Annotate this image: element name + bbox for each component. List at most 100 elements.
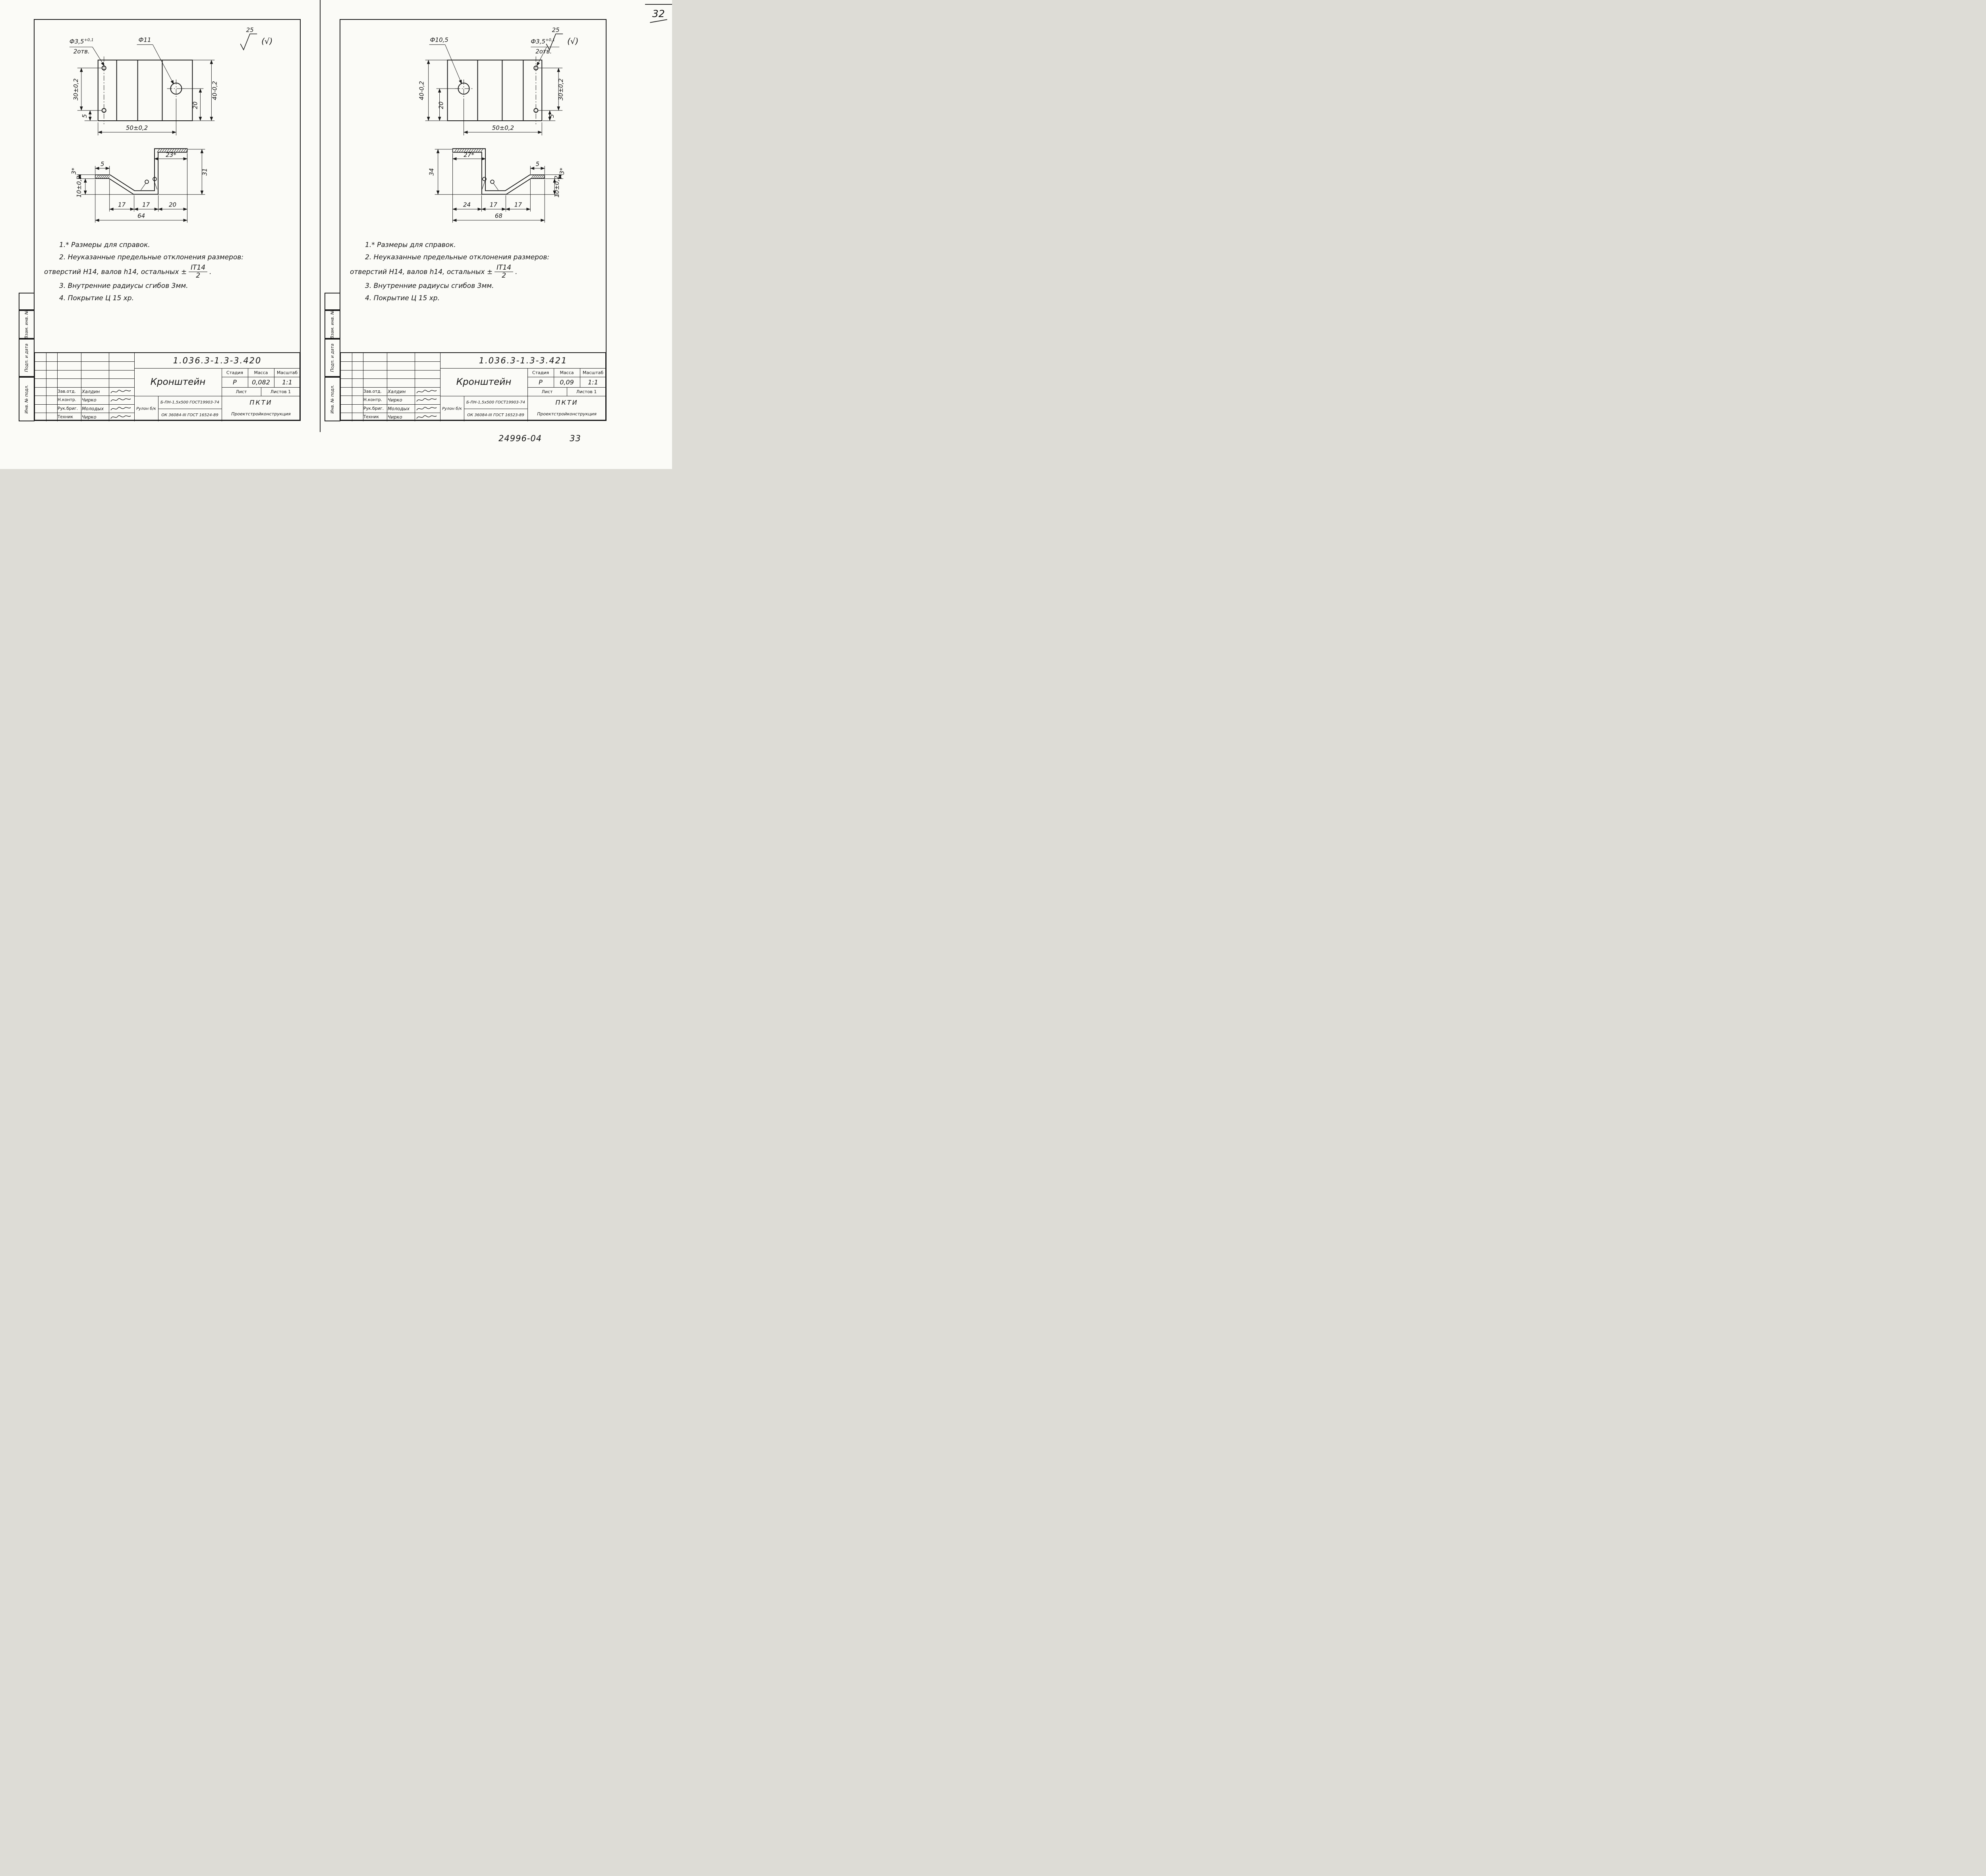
sign-role-2: Н.контр. (58, 398, 76, 402)
scale-header: Масштаб (582, 370, 604, 375)
stage-header: Стадия (226, 370, 243, 375)
signature-2 (415, 396, 439, 404)
signature-1 (415, 387, 439, 396)
margin-cell-empty (19, 292, 35, 310)
margin-cell-podp: Подп. и дата (19, 338, 35, 377)
dim-label-5: 5 (81, 114, 88, 118)
centerlines (455, 56, 536, 125)
small-hole-label: Ф3,5+0,1 (70, 38, 94, 45)
centerlines (104, 56, 185, 125)
org-name: ПКТИ (249, 398, 272, 406)
sheet-label: Лист (236, 389, 247, 394)
dim-label-30: 30±0,2 (557, 78, 564, 100)
top-view (447, 56, 543, 125)
sign-name-1: Халдин (388, 388, 406, 394)
hatch-right-flange (531, 174, 545, 179)
signature-2 (110, 396, 133, 404)
roughness-value: 25 (246, 26, 254, 33)
small-hole-qty-label: 2отв. (73, 48, 90, 55)
sheet-a-drawing: 25 (√) 30±0,2 (70, 26, 272, 223)
dim-flange-5: 5 (95, 160, 110, 174)
leader-small-holes: Ф3,5+0,1 2отв. (70, 38, 105, 66)
margin-cell-inv: Инв. № подл. (19, 376, 35, 421)
dim-thickness-3: 3* (70, 168, 95, 179)
page-corner-tick (645, 4, 672, 5)
doc-number: 1.036.3-1.3-3.421 (479, 356, 568, 365)
margin-label-vzam: Взам. инв. № (24, 310, 29, 339)
note-3: отверстий Н14, валов h14, остальных ±IT1… (44, 264, 294, 280)
sign-name-2: Чирко (388, 397, 402, 403)
dim-10: 10±0,2 (506, 176, 560, 197)
margin-cell-vzam: Взам. инв. № (19, 310, 35, 339)
mass-value: 0,09 (560, 378, 574, 386)
stage-value: Р (233, 378, 237, 386)
part-name: Кронштейн (456, 377, 512, 387)
page-corner-underline (650, 19, 667, 23)
dim-label-40: 40-0,2 (211, 81, 218, 100)
leader-small-holes: Ф3,5+0,1 2отв. (531, 38, 560, 66)
mass-header: Масса (254, 370, 268, 375)
margin-label-inv: Инв. № подл. (330, 384, 335, 413)
roughness-value: 25 (552, 26, 560, 33)
dim-label-20b: 20 (169, 201, 176, 208)
dim-label-10: 10±0,2 (553, 176, 560, 197)
hatch-top-flange (454, 148, 483, 153)
fraction-denominator: 2 (502, 272, 506, 280)
title-block: 1.036.3-1.3-3.421 Кронштейн Стадия Масса… (340, 352, 606, 421)
margin-cell-inv: Инв. № подл. (325, 376, 340, 421)
material-line1: Б-ПН-1,5х500 ГОСТ19903-74 (466, 400, 525, 405)
dim-27: 27* (452, 151, 486, 161)
small-hole-tolerance: +0,1 (84, 38, 94, 42)
sheet-b-drawing: 25 (√) 30±0,2 (418, 26, 578, 223)
margin-cell-podp: Подп. и дата (325, 338, 340, 377)
sign-role-1: Зав.отд. (58, 389, 76, 394)
signature-3 (415, 404, 439, 413)
mass-value: 0,082 (252, 378, 270, 386)
margin-label-podp: Подп. и дата (330, 343, 335, 372)
material-label: Рулон б/к (442, 406, 462, 411)
note-5: 4. Покрытие Ц 15 хр. (59, 294, 134, 303)
sign-name-1: Халдин (82, 388, 100, 394)
margin-cell-vzam: Взам. инв. № (325, 310, 340, 339)
material-line2: ОК 36084-III ГОСТ 16523-89 (467, 413, 524, 417)
margin-column: Взам. инв. № Подп. и дата Инв. № подл. (19, 292, 35, 421)
material-line1: Б-ПН-1,5х500 ГОСТ19903-74 (160, 400, 219, 405)
sign-role-1: Зав.отд. (363, 389, 382, 394)
roughness-mark: 25 (√) (546, 26, 578, 51)
sign-name-2: Чирко (82, 397, 97, 403)
dim-bottom-run: 24 17 17 (452, 153, 531, 212)
dim-34: 34 (428, 149, 482, 195)
big-hole-label: Ф10,5 (430, 36, 448, 43)
note-3-period: . (515, 268, 518, 276)
material-label: Рулон б/к (136, 406, 156, 411)
page-footer: 24996-04 33 (498, 434, 609, 443)
sign-role-3: Рук.бриг. (363, 406, 384, 411)
dim-31: 31 (158, 149, 208, 195)
footer-page-number: 33 (570, 434, 581, 443)
sign-role-4: Техник (58, 415, 73, 419)
small-hole-qty-label: 2отв. (535, 48, 552, 55)
sheets-label: Листов 1 (576, 389, 597, 394)
part-name: Кронштейн (150, 377, 206, 387)
sign-name-4: Чирко (388, 414, 402, 420)
small-hole-label: Ф3,5+0,1 (531, 38, 555, 45)
margin-cell-empty (325, 292, 340, 310)
dim-5-top-view: 5 (543, 110, 555, 121)
note-2: 2. Неуказанные предельные отклонения раз… (365, 253, 550, 262)
dim-label-40: 40-0,2 (418, 81, 425, 100)
dim-label-20: 20 (438, 102, 445, 109)
dim-label-17b: 17 (142, 201, 150, 208)
dim-label-27: 27* (464, 151, 474, 158)
note-4: 3. Внутренние радиусы сгибов 3мм. (365, 282, 494, 290)
sheet-3420: 25 (√) 30±0,2 (19, 19, 301, 421)
leader-big-hole: Ф10,5 (429, 36, 462, 84)
roughness-bracket: (√) (567, 36, 578, 46)
title-block: 1.036.3-1.3-3.420 Кронштейн Стадия Масса… (34, 352, 300, 421)
note-1: 1.* Размеры для справок. (365, 241, 456, 249)
footer-document-code: 24996-04 (498, 434, 542, 443)
dim-label-31: 31 (201, 168, 208, 176)
sheet-3421: 25 (√) 30±0,2 (325, 19, 607, 421)
